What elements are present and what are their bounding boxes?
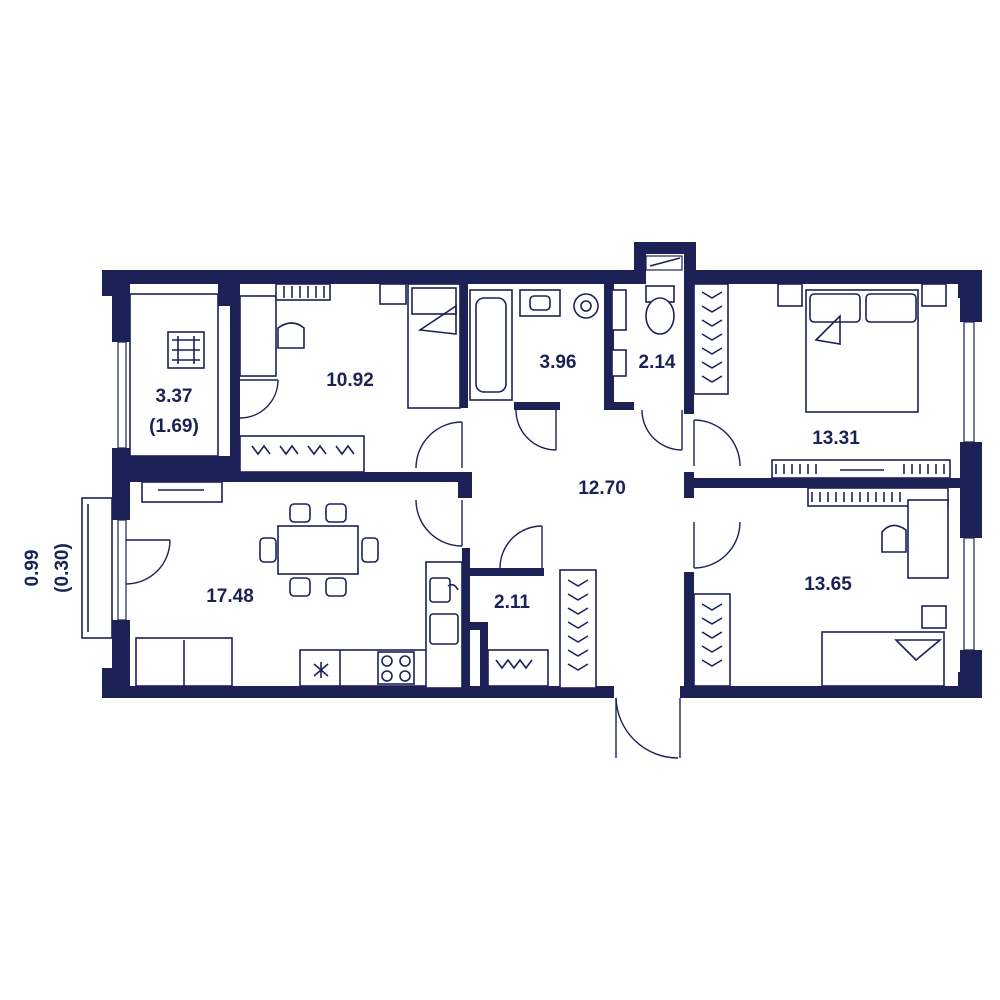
furniture-bedroom-small [239, 283, 461, 473]
doors [125, 379, 741, 759]
area-bathroom: 3.96 [540, 352, 577, 373]
area-balcony: 0.99 [22, 550, 43, 587]
area-bedroom-master: 13.31 [812, 428, 860, 449]
area-wc: 2.14 [639, 352, 676, 373]
furniture-wc [611, 285, 675, 377]
area-labels: 3.37 (1.69) 10.92 3.96 2.14 13.31 12.70 … [22, 352, 860, 613]
area-hall: 12.70 [578, 478, 626, 499]
area-loggia: 3.37 [156, 386, 193, 407]
area-storage: 2.11 [494, 592, 530, 613]
furniture-storage [487, 569, 597, 689]
area-balcony-reduced: (0.30) [52, 543, 73, 593]
furniture-bedroom-master [693, 283, 951, 479]
area-bedroom-small: 10.92 [326, 370, 374, 391]
loggia [129, 293, 219, 457]
area-kitchen-living: 17.48 [206, 586, 254, 607]
balcony [81, 497, 113, 639]
windows [117, 255, 975, 651]
furniture-kitchen-living [135, 481, 463, 689]
area-loggia-reduced: (1.69) [149, 416, 199, 437]
furniture-bathroom [469, 289, 599, 401]
area-bedroom-3: 13.65 [804, 574, 852, 595]
furniture-bedroom-3 [693, 487, 949, 687]
interior-walls [112, 284, 960, 688]
